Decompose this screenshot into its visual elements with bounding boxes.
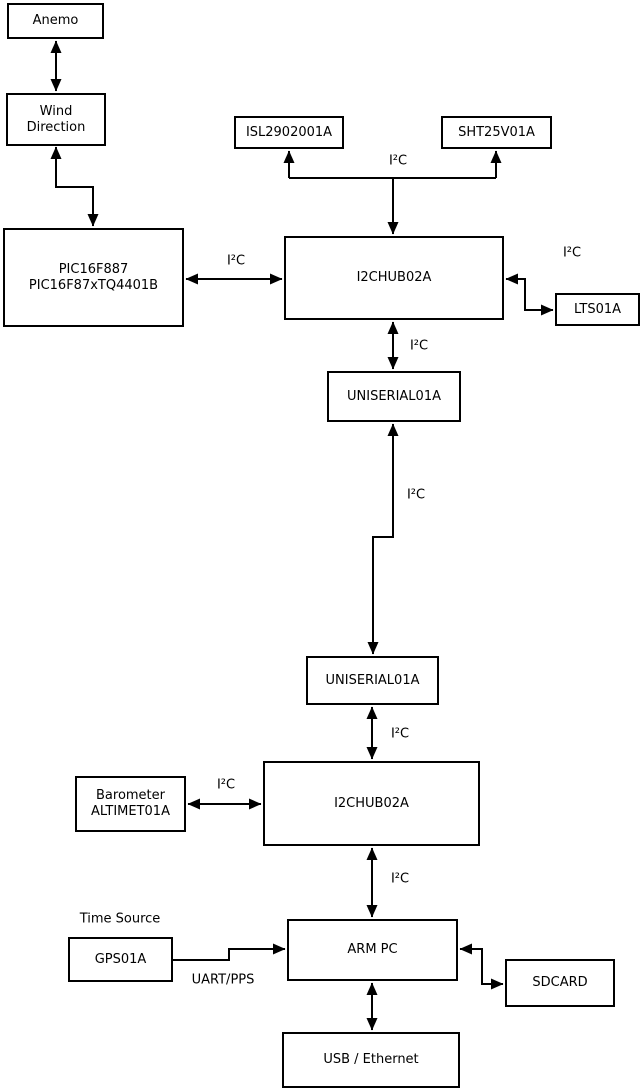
node-pic-line2: PIC16F87xTQ4401B: [28, 277, 159, 293]
node-pic-microcontroller: PIC16F887 PIC16F87xTQ4401B: [3, 228, 184, 327]
node-arm-pc-label: ARM PC: [347, 942, 398, 957]
node-usb-ethernet: USB / Ethernet: [282, 1032, 460, 1088]
node-uniserial-top: UNISERIAL01A: [327, 371, 461, 422]
node-arm-pc: ARM PC: [287, 919, 458, 981]
node-gps-label: GPS01A: [94, 951, 147, 967]
edge-hub1-lts: [505, 273, 554, 316]
edge-gps-armpc: [173, 943, 286, 961]
node-barometer-line2: ALTIMET01A: [91, 804, 170, 819]
node-anemometer: Anemo: [7, 3, 104, 39]
node-wind-direction-line2: Direction: [26, 119, 86, 135]
node-lts-label: LTS01A: [573, 301, 622, 317]
node-i2c-hub-top: I2CHUB02A: [284, 236, 504, 320]
edge-label-i2c-hub-uniserial: I²C: [409, 338, 429, 354]
edge-label-i2c-pic-hub: I²C: [226, 253, 246, 269]
node-usb-ethernet-label: USB / Ethernet: [323, 1052, 419, 1067]
node-barometer-line1: Barometer: [96, 788, 165, 803]
edge-label-i2c-uniserial-hub2: I²C: [390, 726, 410, 742]
node-i2c-hub-bottom: I2CHUB02A: [263, 761, 480, 846]
edge-label-i2c-uniserial-link: I²C: [406, 487, 426, 503]
node-gps: GPS01A: [68, 937, 173, 982]
edge-label-uart-pps: UART/PPS: [191, 972, 255, 988]
edge-wind-pic: [50, 146, 99, 227]
edge-label-i2c-sensor-branch: I²C: [388, 153, 408, 169]
node-wind-direction: Wind Direction: [6, 93, 106, 146]
node-uniserial-top-label: UNISERIAL01A: [347, 388, 441, 404]
label-time-source: Time Source: [79, 911, 161, 927]
node-uniserial-bottom: UNISERIAL01A: [306, 656, 439, 705]
node-sht-sensor: SHT25V01A: [441, 116, 552, 149]
node-anemometer-label: Anemo: [32, 13, 79, 28]
edge-armpc-sdcard: [459, 943, 504, 990]
edge-label-i2c-hub-lts: I²C: [562, 245, 582, 261]
node-sht-label: SHT25V01A: [458, 124, 535, 140]
edge-label-i2c-barometer-hub: I²C: [216, 777, 236, 793]
node-barometer: Barometer ALTIMET01A: [75, 776, 186, 832]
node-pic-line1: PIC16F887: [58, 261, 129, 277]
node-sdcard-label: SDCARD: [532, 975, 588, 990]
edge-label-i2c-hub-armpc: I²C: [390, 871, 410, 887]
edge-uniserial1-uniserial2: [367, 423, 399, 655]
node-wind-direction-line1: Wind: [39, 103, 73, 119]
node-isl-sensor: ISL2902001A: [234, 116, 344, 149]
node-uniserial-bottom-label: UNISERIAL01A: [325, 672, 420, 688]
node-lts-sensor: LTS01A: [555, 293, 640, 326]
node-i2c-hub-bottom-label: I2CHUB02A: [334, 795, 409, 811]
node-i2c-hub-top-label: I2CHUB02A: [356, 270, 432, 285]
node-sdcard: SDCARD: [505, 959, 615, 1007]
node-isl-label: ISL2902001A: [245, 124, 333, 140]
